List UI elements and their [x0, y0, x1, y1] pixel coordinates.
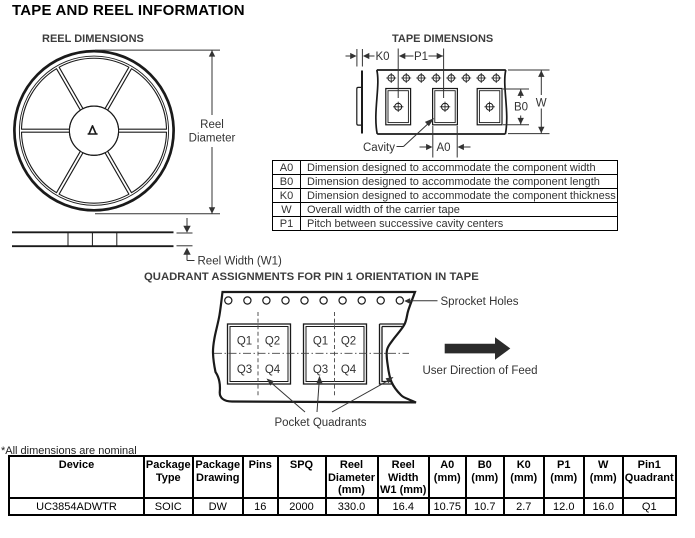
svg-text:Q1: Q1 [313, 335, 328, 347]
svg-text:Q2: Q2 [341, 335, 356, 347]
svg-text:Q3: Q3 [237, 364, 252, 376]
svg-text:A0: A0 [437, 142, 451, 154]
svg-text:Q2: Q2 [265, 335, 280, 347]
svg-text:Reel Width (W1): Reel Width (W1) [198, 256, 283, 268]
svg-text:Q3: Q3 [313, 364, 328, 376]
svg-text:P1: P1 [414, 51, 428, 63]
svg-text:User Direction of Feed: User Direction of Feed [423, 365, 538, 377]
svg-text:K0: K0 [376, 51, 390, 63]
svg-text:Pocket Quadrants: Pocket Quadrants [274, 417, 366, 429]
svg-text:Diameter: Diameter [189, 133, 236, 145]
svg-text:Q4: Q4 [265, 364, 281, 376]
svg-text:Cavity: Cavity [363, 142, 395, 154]
svg-text:W: W [536, 97, 547, 109]
svg-text:Q4: Q4 [341, 364, 357, 376]
svg-text:Q1: Q1 [237, 335, 252, 347]
svg-text:Reel: Reel [200, 119, 224, 131]
svg-text:Sprocket Holes: Sprocket Holes [441, 296, 519, 308]
svg-text:B0: B0 [514, 102, 528, 114]
